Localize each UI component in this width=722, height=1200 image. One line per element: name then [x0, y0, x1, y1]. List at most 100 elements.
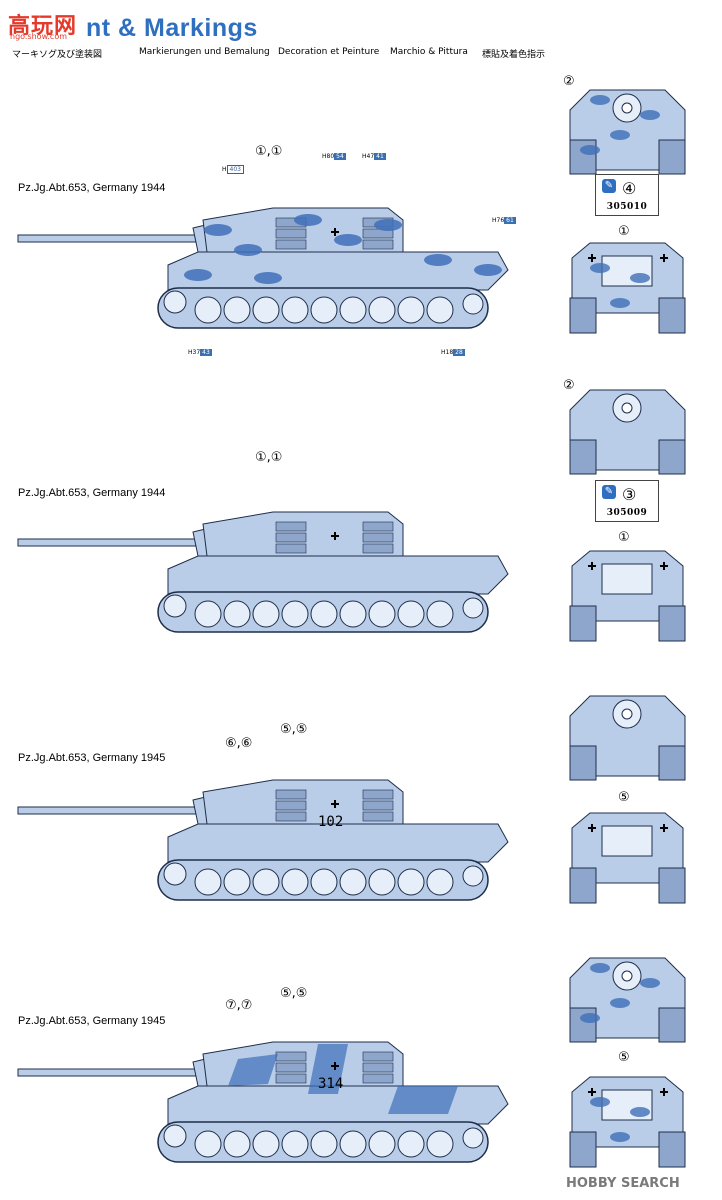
- idler-wheel: [462, 1127, 484, 1149]
- tank-front-view-4: [569, 957, 686, 1043]
- gun-barrel: [17, 234, 199, 243]
- idler-wheel: [462, 597, 484, 619]
- road-wheel: [252, 600, 280, 628]
- road-wheel: [252, 1130, 280, 1158]
- spare-track-link: [362, 1062, 394, 1073]
- camo-patch: [610, 130, 630, 140]
- right-track: [658, 867, 686, 904]
- idler-wheel: [462, 865, 484, 887]
- gun-barrel: [17, 538, 199, 547]
- road-wheel: [397, 1130, 425, 1158]
- tank-rear-view-3: [569, 812, 686, 904]
- watermark: HOBBY SEARCH: [566, 1176, 680, 1191]
- left-track: [569, 1007, 597, 1043]
- left-track: [569, 139, 597, 175]
- camo-patch: [590, 263, 610, 273]
- tank-side-view-1: [17, 207, 509, 329]
- scheme-2-label: Pz.Jg.Abt.653, Germany 1944: [18, 487, 166, 499]
- spare-track-link: [362, 239, 394, 250]
- gun-muzzle: [621, 970, 633, 982]
- drive-sprocket: [163, 594, 187, 618]
- spare-track-link: [275, 228, 307, 239]
- spare-track-link: [362, 532, 394, 543]
- rear-hatch: [601, 563, 653, 595]
- balkenkreuz-icon: [660, 562, 668, 570]
- right-track: [658, 605, 686, 642]
- road-wheel: [310, 1130, 338, 1158]
- scheme-4-decal-callout-a: ⑦,⑦: [225, 998, 253, 1013]
- road-wheel: [223, 296, 251, 324]
- gun-muzzle: [621, 708, 633, 720]
- balkenkreuz-icon: [331, 800, 339, 808]
- scheme-1-label: Pz.Jg.Abt.653, Germany 1944: [18, 182, 166, 194]
- front-1-callout: ②: [563, 74, 575, 89]
- hull: [167, 555, 509, 595]
- spare-track-link: [275, 521, 307, 532]
- road-wheel: [368, 868, 396, 896]
- tank-front-view-1: [569, 89, 686, 175]
- balkenkreuz-icon: [588, 254, 596, 262]
- balkenkreuz-icon: [660, 1088, 668, 1096]
- balkenkreuz-icon: [588, 562, 596, 570]
- right-track: [658, 1131, 686, 1168]
- road-wheel: [339, 600, 367, 628]
- left-track: [569, 867, 597, 904]
- hull: [167, 251, 509, 291]
- road-wheel: [223, 868, 251, 896]
- right-track: [658, 439, 686, 475]
- road-wheel: [194, 868, 222, 896]
- camo-patch: [424, 254, 452, 266]
- road-wheel: [397, 600, 425, 628]
- rear-4-callout: ⑤: [618, 1050, 630, 1065]
- scheme-4-label: Pz.Jg.Abt.653, Germany 1945: [18, 1015, 166, 1027]
- spare-track-link: [275, 239, 307, 250]
- tank-rear-view-4: [569, 1076, 686, 1168]
- scheme-3-label: Pz.Jg.Abt.653, Germany 1945: [18, 752, 166, 764]
- paint-number: ④: [622, 181, 637, 198]
- spare-track-link: [362, 521, 394, 532]
- road-wheel: [310, 296, 338, 324]
- balkenkreuz-icon: [660, 254, 668, 262]
- spare-track-link: [362, 543, 394, 554]
- page-title: nt & Markings: [86, 14, 258, 42]
- gun-muzzle: [621, 102, 633, 114]
- tank-front-view-2: [569, 389, 686, 475]
- road-wheel: [194, 600, 222, 628]
- road-wheel: [194, 1130, 222, 1158]
- site-logo: 高玩网 ngo.show.com: [8, 8, 88, 42]
- tank-rear-view-1: [569, 242, 686, 334]
- spare-track-link: [362, 789, 394, 800]
- camo-patch: [294, 214, 322, 226]
- road-wheel: [426, 296, 454, 324]
- road-wheel: [281, 296, 309, 324]
- road-wheel: [339, 868, 367, 896]
- spare-track-link: [275, 1062, 307, 1073]
- hull-number: 102: [318, 814, 343, 830]
- balkenkreuz-icon: [331, 1062, 339, 1070]
- gun-muzzle: [621, 402, 633, 414]
- logo-text: 高玩网: [8, 14, 78, 39]
- road-wheel: [368, 1130, 396, 1158]
- spare-track-link: [275, 789, 307, 800]
- lang-chinese: 標貼及着色指示: [482, 50, 546, 60]
- hull-number: 314: [318, 1076, 343, 1092]
- tank-side-view-2: [17, 511, 509, 633]
- paint-code: 305009: [606, 508, 648, 518]
- camo-patch: [228, 1054, 278, 1086]
- camo-patch: [640, 110, 660, 120]
- camo-patch: [234, 244, 262, 256]
- tank-side-view-4: 314: [17, 1041, 509, 1163]
- camo-patch: [334, 234, 362, 246]
- spare-track-link: [362, 800, 394, 811]
- balkenkreuz-icon: [331, 228, 339, 236]
- camo-patch: [204, 224, 232, 236]
- paint-drop-icon: ✎: [602, 485, 616, 499]
- road-wheel: [281, 868, 309, 896]
- drive-sprocket: [163, 862, 187, 886]
- camo-patch: [610, 298, 630, 308]
- spare-track-link: [275, 811, 307, 822]
- road-wheel: [252, 296, 280, 324]
- road-wheel: [339, 296, 367, 324]
